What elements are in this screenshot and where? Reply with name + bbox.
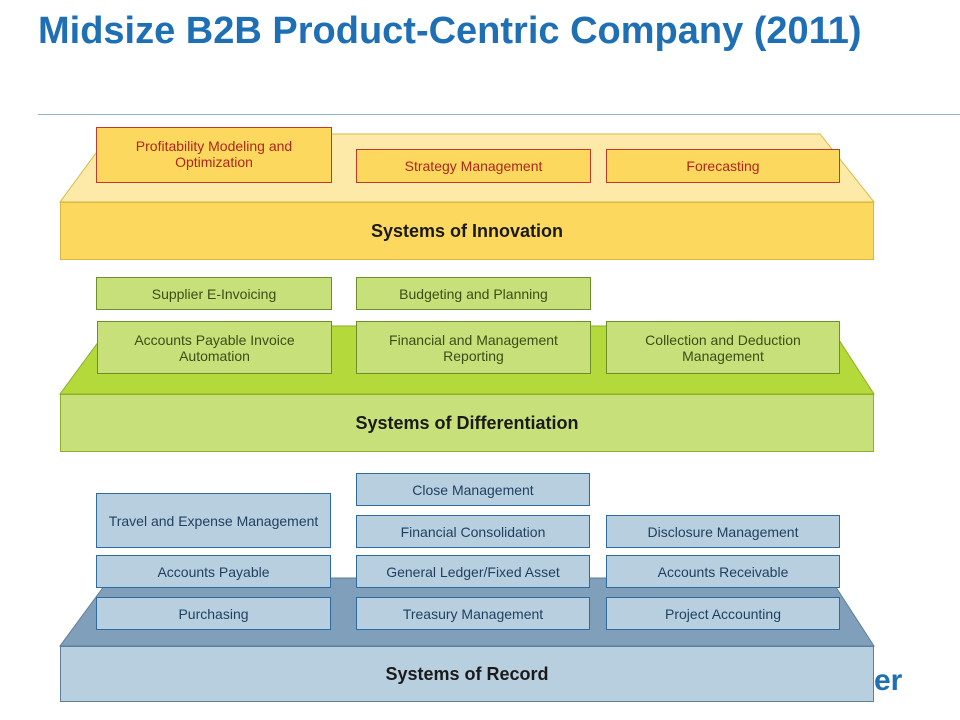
profitability-modeling-box: Profitability Modeling and Optimization bbox=[96, 127, 332, 183]
close-management-box: Close Management bbox=[356, 473, 590, 506]
financial-management-reporting-box: Financial and Management Reporting bbox=[356, 321, 591, 374]
travel-expense-box: Travel and Expense Management bbox=[96, 493, 331, 548]
title-divider bbox=[38, 114, 960, 115]
disclosure-management-box: Disclosure Management bbox=[606, 515, 840, 548]
general-ledger-box: General Ledger/Fixed Asset bbox=[356, 555, 590, 588]
ap-invoice-automation-box: Accounts Payable Invoice Automation bbox=[97, 321, 332, 374]
differentiation-layer-label: Systems of Differentiation bbox=[60, 394, 874, 452]
collection-deduction-box: Collection and Deduction Management bbox=[606, 321, 840, 374]
strategy-management-box: Strategy Management bbox=[356, 149, 591, 183]
purchasing-box: Purchasing bbox=[96, 597, 331, 630]
innovation-layer-label: Systems of Innovation bbox=[60, 202, 874, 260]
project-accounting-box: Project Accounting bbox=[606, 597, 840, 630]
logo-fragment: er bbox=[874, 664, 903, 697]
forecasting-box: Forecasting bbox=[606, 149, 840, 183]
accounts-payable-box: Accounts Payable bbox=[96, 555, 331, 588]
record-layer-label: Systems of Record bbox=[60, 646, 874, 702]
supplier-e-invoicing-box: Supplier E-Invoicing bbox=[96, 277, 332, 310]
financial-consolidation-box: Financial Consolidation bbox=[356, 515, 590, 548]
page-title: Midsize B2B Product-Centric Company (201… bbox=[38, 10, 862, 52]
budgeting-planning-box: Budgeting and Planning bbox=[356, 277, 591, 310]
treasury-management-box: Treasury Management bbox=[356, 597, 590, 630]
accounts-receivable-box: Accounts Receivable bbox=[606, 555, 840, 588]
